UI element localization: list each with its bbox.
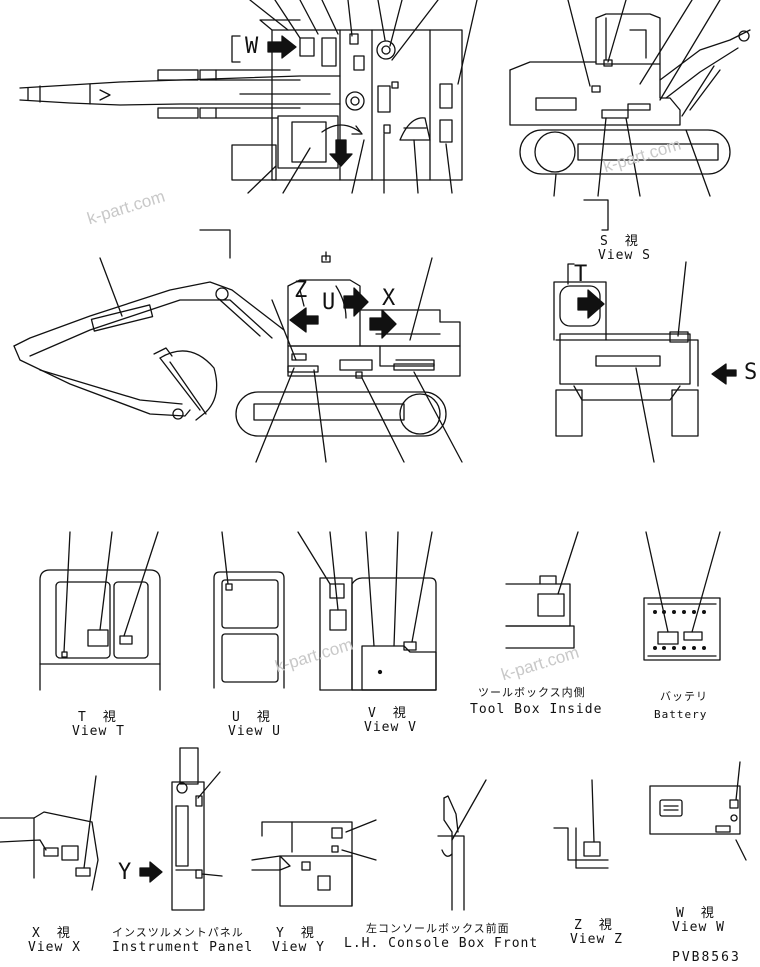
console-label-en: L.H. Console Box Front [344,936,539,951]
arrow-letter-s: S [744,360,758,385]
arrow-letter-y: Y [118,860,132,885]
view-x-label-jp: X 視 [32,926,72,941]
view-x-drawing [0,775,99,891]
battery-drawing [643,531,721,661]
view-z-label-jp: Z 視 [574,918,614,933]
view-y-label-en: View Y [272,940,325,955]
drawing-code: PVB8563 [672,950,741,965]
view-s-label-en: View S [598,248,651,263]
view-u-label-en: View U [228,724,281,739]
console-label-jp: 左コンソールボックス前面 [366,922,510,935]
view-v-label-jp: V 視 [368,706,408,721]
toolbox-label-jp: ツールボックス内側 [478,686,586,699]
view-v-label-en: View V [364,720,417,735]
battery-label-en: Battery [654,708,708,721]
view-y-label-jp: Y 視 [276,926,316,941]
view-t-drawing [39,531,161,691]
view-s-label-jp: S 視 [600,234,640,249]
arrow-letter-w: W [245,34,259,59]
view-z-label-en: View Z [570,932,623,947]
arrow-letter-u: U [322,290,336,315]
instrument-panel-drawing [139,747,223,911]
view-w-label-jp: W 視 [676,906,716,921]
excavator-side-view [13,229,463,463]
view-t-label-jp: T 視 [78,710,118,725]
arrow-letter-x: X [382,286,396,311]
view-z-drawing [553,779,609,869]
view-w-drawing [649,761,747,861]
view-u-label-jp: U 視 [232,710,272,725]
console-box-drawing [437,779,487,911]
top-view-machine [19,0,478,194]
view-t-label-en: View T [72,724,125,739]
view-x-label-en: View X [28,940,81,955]
instrument-label-en: Instrument Panel [112,940,254,955]
battery-label-jp: バッテリ [660,690,708,703]
front-view-machine [553,261,737,463]
view-y-drawing [251,819,377,907]
instrument-label-jp: インスツルメントパネル [112,926,244,939]
view-v-drawing [297,531,437,691]
toolbox-drawing [505,531,579,649]
side-view-machine [509,0,751,231]
view-w-label-en: View W [672,920,725,935]
toolbox-label-en: Tool Box Inside [470,702,603,717]
arrow-letter-t: T [574,262,588,287]
arrow-letter-z: Z [294,278,308,303]
view-u-drawing [213,531,285,689]
